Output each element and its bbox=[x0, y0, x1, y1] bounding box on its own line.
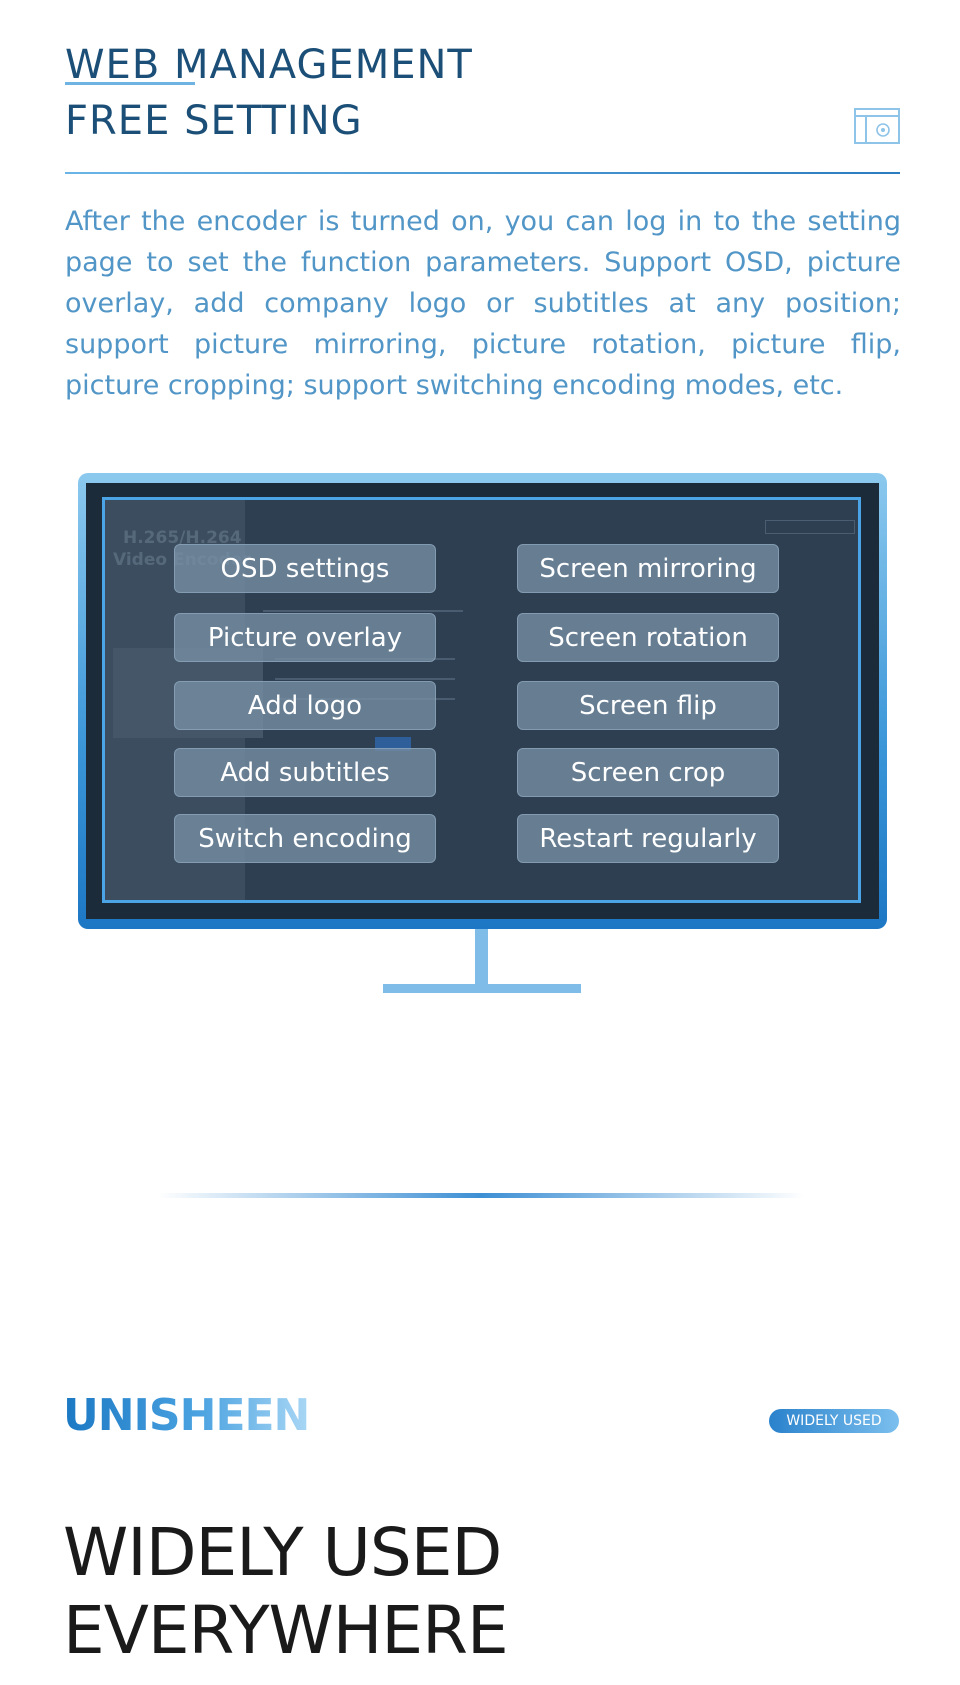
left-switch-encoding-button[interactable]: Switch encoding bbox=[174, 814, 436, 863]
page-title-line-2: FREE SETTING bbox=[65, 98, 363, 144]
title-accent-bar bbox=[65, 82, 195, 85]
left-osd-settings-button[interactable]: OSD settings bbox=[174, 544, 436, 593]
headline-line-2: EVERYWHERE bbox=[63, 1592, 509, 1669]
screen-bg-dropdown bbox=[765, 520, 855, 534]
screen-bg-apply-button bbox=[375, 737, 411, 751]
right-screen-rotation-button[interactable]: Screen rotation bbox=[517, 613, 779, 662]
screen-bg-line bbox=[275, 678, 455, 680]
screen-bg-title: H.265/H.264 bbox=[123, 528, 242, 548]
left-add-logo-button[interactable]: Add logo bbox=[174, 681, 436, 730]
widely-used-badge: WIDELY USED bbox=[769, 1409, 899, 1433]
right-screen-crop-button[interactable]: Screen crop bbox=[517, 748, 779, 797]
left-picture-overlay-button[interactable]: Picture overlay bbox=[174, 613, 436, 662]
left-add-subtitles-button[interactable]: Add subtitles bbox=[174, 748, 436, 797]
header-divider bbox=[65, 172, 900, 174]
right-screen-flip-button[interactable]: Screen flip bbox=[517, 681, 779, 730]
screen-bg-line bbox=[263, 610, 463, 612]
section-divider bbox=[158, 1193, 804, 1198]
right-restart-regularly-button[interactable]: Restart regularly bbox=[517, 814, 779, 863]
monitor-stand-neck bbox=[475, 929, 488, 985]
brand-logo: UNISHEEN bbox=[63, 1390, 310, 1441]
right-screen-mirroring-button[interactable]: Screen mirroring bbox=[517, 544, 779, 593]
feature-description: After the encoder is turned on, you can … bbox=[65, 206, 901, 401]
headline-line-1: WIDELY USED bbox=[63, 1514, 502, 1591]
settings-window-icon bbox=[854, 108, 900, 144]
monitor-stand-base bbox=[383, 984, 581, 993]
page-title-line-1: WEB MANAGEMENT bbox=[65, 42, 473, 88]
